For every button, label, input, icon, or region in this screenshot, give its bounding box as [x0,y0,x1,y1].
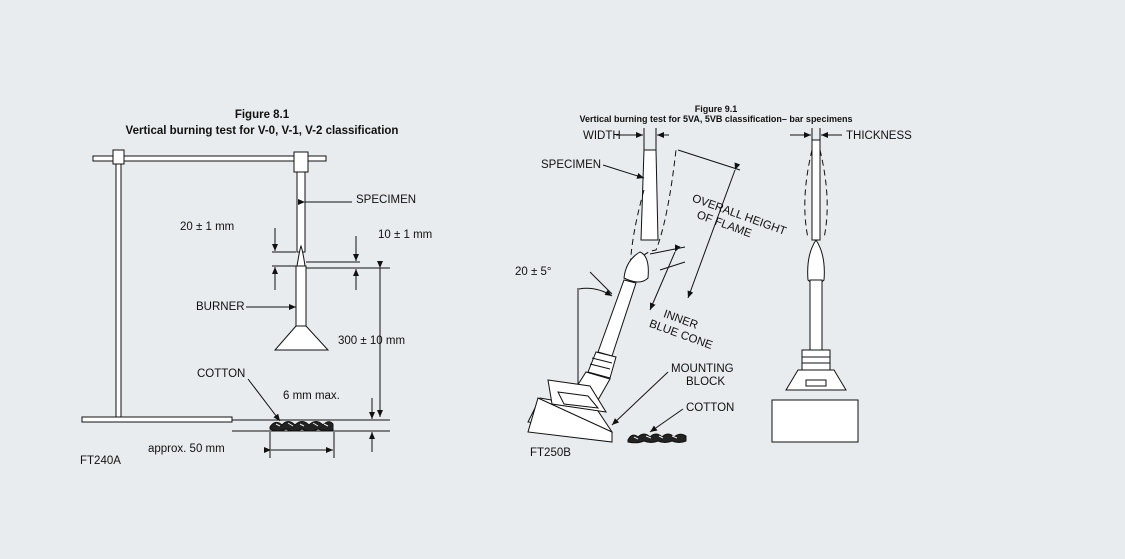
cotton-pad-b [627,433,687,444]
label-specimen-a: SPECIMEN [356,194,416,206]
inner-cone [623,251,649,283]
label-approx: approx. 50 mm [148,443,225,455]
stand-clamp [112,149,125,165]
specimen-bar [296,171,306,253]
label-flame: 10 ± 1 mm [378,229,432,241]
label-cotton-a: COTTON [197,368,245,380]
label-thickness: THICKNESS [846,130,912,142]
label-cotton-b: COTTON [686,402,734,414]
label-mounting-1: MOUNTING [671,363,734,375]
specimen-clamp [293,151,309,173]
figure-8-1: Figure 8.1 Vertical burning test for V-0… [80,109,432,467]
cotton-pad-a [269,421,334,432]
tilted-burner [571,279,637,401]
label-burner: BURNER [196,301,245,313]
side-specimen [811,139,821,241]
label-specimen-b: SPECIMEN [541,159,601,171]
figure-a-title: Figure 8.1 [235,109,290,121]
side-inner-cone [807,239,825,285]
side-flame-envelope [804,149,828,239]
label-angle: 20 ± 5° [515,266,552,278]
stand-rod [115,157,122,418]
ring-stand [81,149,327,423]
stand-base [81,416,233,423]
figure-b-subtitle: Vertical burning test for 5VA, 5VB class… [580,114,853,124]
label-width: WIDTH [583,130,621,142]
figure-b-title: Figure 9.1 [695,104,738,114]
label-height: 300 ± 10 mm [338,335,405,347]
flame-envelope [629,149,677,276]
figure-a-subtitle: Vertical burning test for V-0, V-1, V-2 … [126,125,399,137]
figure-b-code: FT250B [530,447,571,459]
label-cotton-max: 6 mm max. [283,390,340,402]
burner-tube [295,265,307,327]
mounting-block-tilted [527,379,614,443]
side-burner [785,279,847,391]
label-gap: 20 ± 1 mm [180,221,234,233]
label-mounting-2: BLOCK [686,376,725,388]
burner-base [273,325,330,351]
figure-a-code: FT240A [80,455,121,467]
burner [273,265,330,351]
flame [296,244,306,267]
stand-arm [92,155,327,162]
tilted-specimen [640,149,659,241]
side-mounting-block [771,399,859,443]
figure-9-1: Figure 9.1 Vertical burning test for 5VA… [515,104,912,459]
